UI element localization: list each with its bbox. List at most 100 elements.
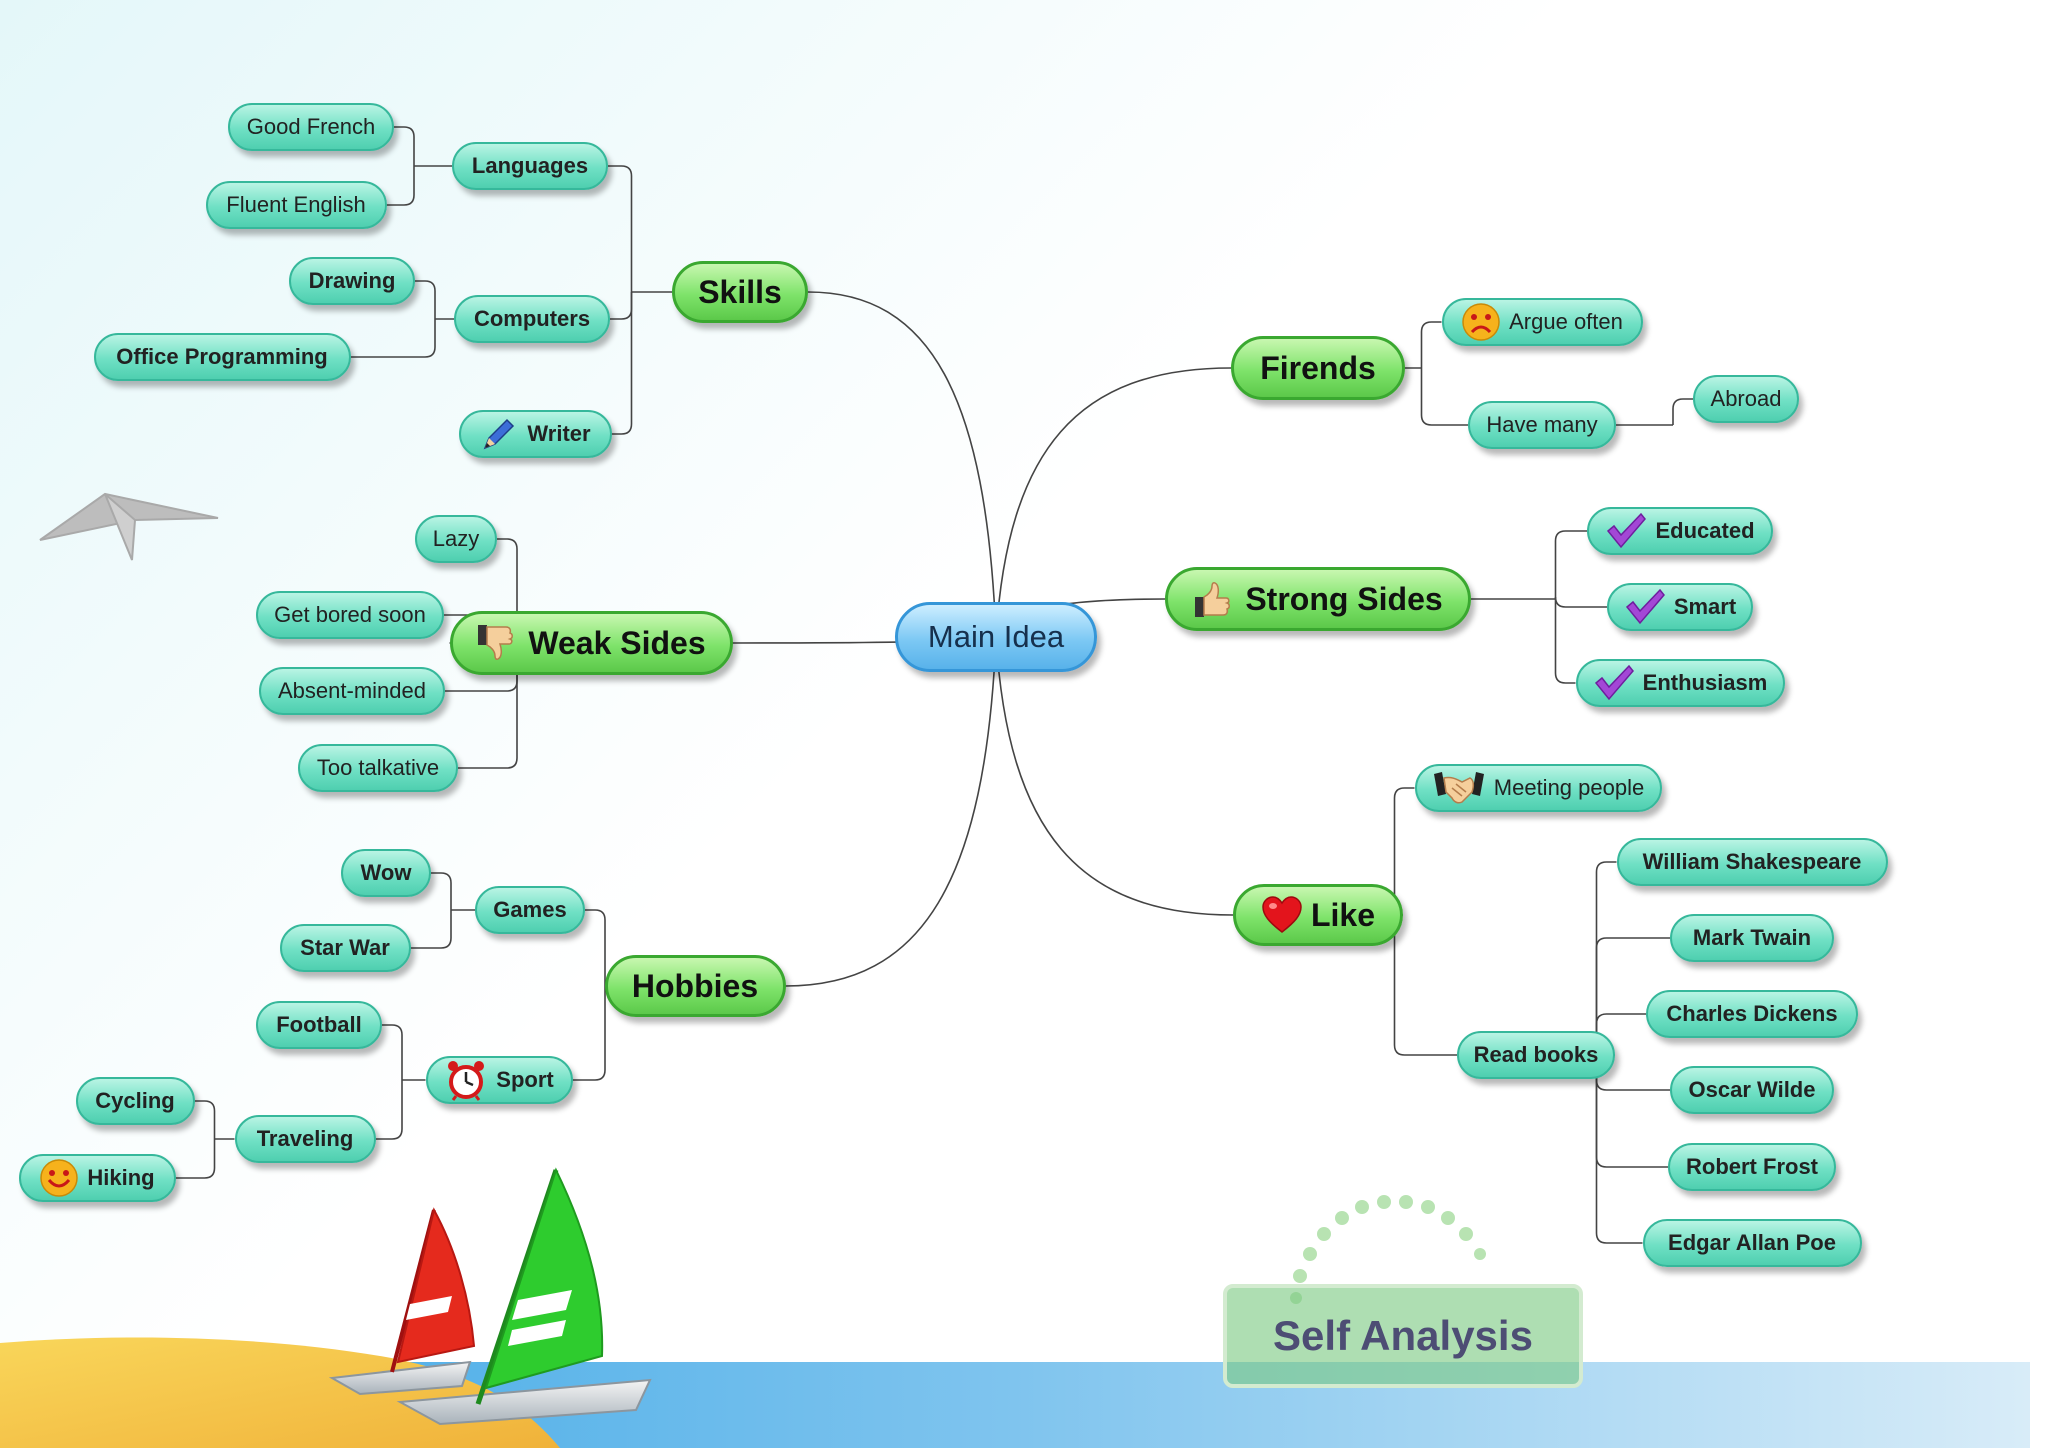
- node-label: Cycling: [95, 1088, 175, 1113]
- sad-face-icon: [1461, 302, 1501, 342]
- node-label: Languages: [471, 153, 589, 178]
- node-argue-often[interactable]: Argue often: [1441, 298, 1643, 346]
- link-strong-enthusiasm: [1554, 599, 1576, 684]
- node-label: Good French: [246, 114, 376, 139]
- link-games-wow: [431, 872, 452, 910]
- node-educated[interactable]: Educated: [1587, 507, 1773, 555]
- node-wow[interactable]: Wow: [341, 849, 431, 897]
- node-label: Traveling: [256, 1126, 354, 1151]
- node-label: Football: [276, 1012, 362, 1037]
- link-like-read-books: [1393, 915, 1457, 1056]
- node-games[interactable]: Games: [475, 886, 585, 934]
- node-hiking[interactable]: Hiking: [18, 1154, 176, 1202]
- node-shakespeare[interactable]: William Shakespeare: [1616, 838, 1888, 886]
- node-writer[interactable]: Writer: [458, 410, 612, 458]
- node-label: Weak Sides: [528, 624, 706, 661]
- handshake-icon: [1432, 768, 1486, 808]
- node-smart[interactable]: Smart: [1607, 583, 1753, 631]
- node-read-books[interactable]: Read books: [1457, 1031, 1615, 1079]
- link-sport-football: [382, 1024, 403, 1080]
- node-label: Charles Dickens: [1666, 1001, 1838, 1026]
- node-meeting-people[interactable]: Meeting people: [1414, 764, 1662, 812]
- link-read-books-shakespeare: [1595, 861, 1617, 1055]
- link-main-like: [995, 636, 1234, 916]
- happy-face-icon: [39, 1158, 79, 1198]
- node-label: Argue often: [1509, 309, 1623, 334]
- link-read-books-twain: [1595, 937, 1670, 1055]
- node-label: Educated: [1655, 518, 1755, 543]
- link-weak-too-talkative: [458, 643, 518, 769]
- node-football[interactable]: Football: [256, 1001, 382, 1049]
- node-label: Skills: [698, 273, 782, 310]
- node-friends[interactable]: Firends: [1231, 336, 1405, 400]
- heart-icon: [1261, 895, 1303, 935]
- checkmark-icon: [1605, 511, 1647, 551]
- node-abroad[interactable]: Abroad: [1693, 375, 1799, 423]
- link-friends-have-many: [1420, 368, 1468, 426]
- node-like[interactable]: Like: [1233, 884, 1403, 946]
- node-traveling[interactable]: Traveling: [234, 1115, 376, 1163]
- node-sport[interactable]: Sport: [425, 1056, 573, 1104]
- node-cycling[interactable]: Cycling: [75, 1077, 195, 1125]
- node-enthusiasm[interactable]: Enthusiasm: [1575, 659, 1785, 707]
- node-have-many[interactable]: Have many: [1468, 401, 1616, 449]
- node-lazy[interactable]: Lazy: [415, 515, 497, 563]
- node-label: Wow: [360, 860, 412, 885]
- node-label: Sport: [496, 1067, 554, 1092]
- node-get-bored[interactable]: Get bored soon: [256, 591, 444, 639]
- thumbs-down-icon: [476, 621, 520, 665]
- node-languages[interactable]: Languages: [452, 142, 608, 190]
- node-good-french[interactable]: Good French: [228, 103, 394, 151]
- link-traveling-cycling: [194, 1100, 216, 1139]
- link-hobbies-games: [585, 909, 606, 986]
- node-computers[interactable]: Computers: [454, 295, 610, 343]
- link-games-star-war: [410, 910, 452, 949]
- node-label: Writer: [527, 421, 591, 446]
- node-label: Hobbies: [631, 967, 759, 1004]
- alarm-clock-icon: [444, 1058, 488, 1102]
- node-label: Get bored soon: [274, 602, 426, 627]
- link-like-meeting-people: [1393, 787, 1415, 915]
- node-dickens[interactable]: Charles Dickens: [1646, 990, 1858, 1038]
- link-sport-traveling: [375, 1080, 403, 1140]
- node-main[interactable]: Main Idea: [895, 602, 1097, 672]
- node-drawing[interactable]: Drawing: [289, 257, 415, 305]
- link-hobbies-sport: [572, 986, 606, 1081]
- link-skills-computers: [610, 292, 633, 320]
- node-label: Lazy: [432, 526, 480, 551]
- node-hobbies[interactable]: Hobbies: [604, 955, 786, 1017]
- node-wilde[interactable]: Oscar Wilde: [1670, 1066, 1834, 1114]
- node-absent-minded[interactable]: Absent-minded: [259, 667, 445, 715]
- node-twain[interactable]: Mark Twain: [1670, 914, 1834, 962]
- node-label: Drawing: [308, 268, 396, 293]
- node-label: Games: [493, 897, 567, 922]
- link-main-friends: [995, 367, 1232, 638]
- link-main-skills: [807, 291, 997, 638]
- node-strong[interactable]: Strong Sides: [1165, 567, 1471, 631]
- sand-beach: [0, 1337, 560, 1448]
- node-poe[interactable]: Edgar Allan Poe: [1642, 1219, 1862, 1267]
- node-label: Oscar Wilde: [1688, 1077, 1816, 1102]
- node-frost[interactable]: Robert Frost: [1668, 1143, 1836, 1191]
- link-read-books-poe: [1595, 1055, 1643, 1244]
- node-fluent-english[interactable]: Fluent English: [205, 181, 387, 229]
- node-label: Mark Twain: [1692, 925, 1812, 950]
- node-too-talkative[interactable]: Too talkative: [298, 744, 458, 792]
- node-star-war[interactable]: Star War: [279, 924, 411, 972]
- link-main-hobbies: [785, 636, 997, 987]
- node-skills[interactable]: Skills: [672, 261, 808, 323]
- link-friends-argue-often: [1420, 321, 1442, 368]
- link-languages-good-french: [394, 126, 415, 166]
- node-label: Fluent English: [226, 192, 366, 217]
- pencil-icon: [479, 414, 519, 454]
- link-read-books-dickens: [1595, 1013, 1646, 1055]
- link-traveling-hiking: [175, 1139, 216, 1179]
- link-computers-drawing: [415, 280, 436, 319]
- node-office-programming[interactable]: Office Programming: [93, 333, 351, 381]
- link-skills-writer: [611, 292, 633, 435]
- node-label: Edgar Allan Poe: [1668, 1230, 1836, 1255]
- checkmark-icon: [1624, 587, 1666, 627]
- node-weak[interactable]: Weak Sides: [449, 611, 733, 675]
- node-label: Robert Frost: [1686, 1154, 1818, 1179]
- node-label: Firends: [1260, 349, 1376, 386]
